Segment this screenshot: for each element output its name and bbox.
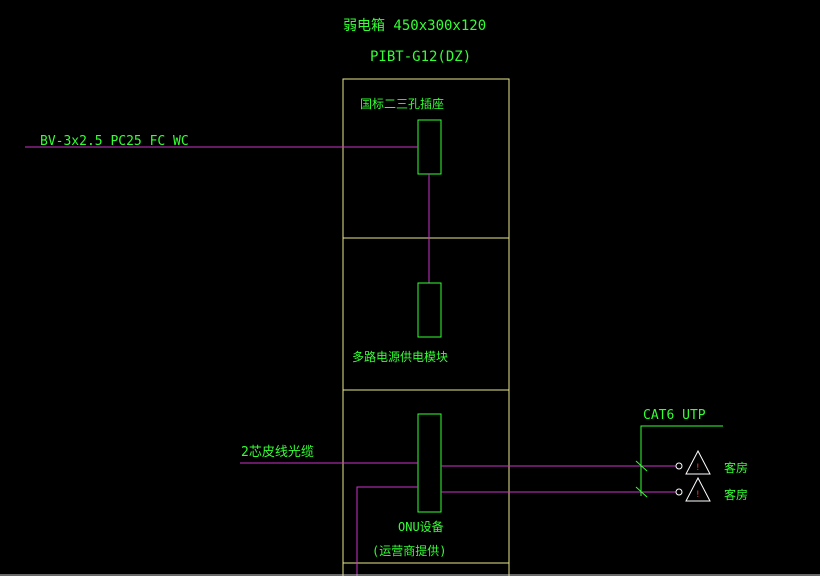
power-module-component — [417, 282, 442, 338]
cabinet-model: PIBT-G12(DZ) — [370, 49, 471, 65]
cabinet-title: 弱电箱 450x300x120 — [343, 18, 486, 34]
onu-power-lead — [356, 486, 418, 576]
cat6-label: CAT6 UTP — [643, 408, 706, 423]
cabinet-frame — [342, 78, 510, 576]
warning-mark: ! — [696, 463, 700, 473]
onu-provider-label: (运营商提供) — [372, 543, 446, 558]
power-module-label: 多路电源供电模块 — [352, 349, 448, 364]
outlet-room-label: 客房 — [724, 487, 748, 502]
warning-mark: ! — [696, 490, 700, 500]
socket-component — [417, 119, 442, 175]
cat6-leader-line — [640, 425, 723, 496]
warning-triangle-icon — [685, 449, 711, 475]
outlet-room-label: 客房 — [724, 460, 748, 475]
outlet-terminal — [675, 462, 683, 470]
cable-tick-mark — [635, 486, 648, 498]
onu-label: ONU设备 — [398, 520, 444, 534]
fiber-input-wire-label: 2芯皮线光缆 — [241, 444, 314, 460]
warning-triangle-icon — [685, 476, 711, 502]
outlet-terminal — [675, 488, 683, 496]
socket-label: 国标二三孔插座 — [360, 96, 444, 111]
onu-component — [417, 413, 442, 513]
cable-tick-mark — [635, 460, 648, 472]
power-input-wire-label: BV-3x2.5 PC25 FC WC — [40, 134, 189, 149]
